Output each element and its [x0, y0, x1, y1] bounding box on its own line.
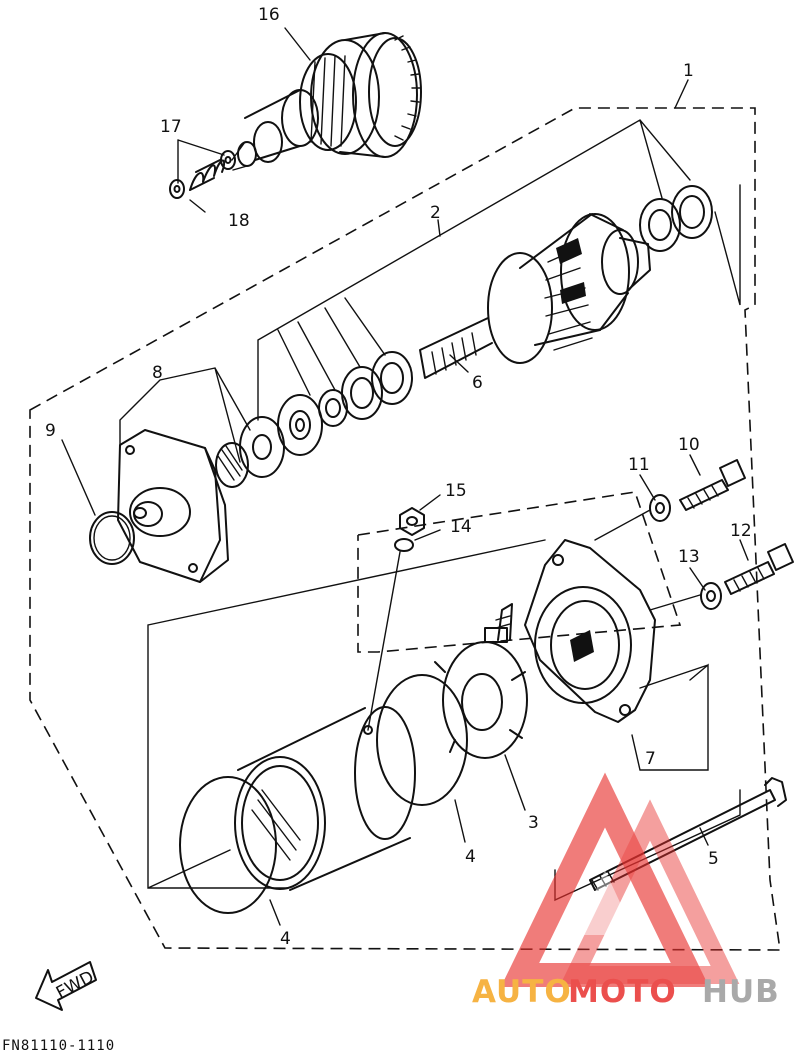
washer-13 — [700, 582, 722, 610]
bolt-10 — [679, 459, 746, 511]
shim-6c — [318, 389, 348, 427]
label-part-13: 13 — [678, 547, 700, 567]
starter-clutch-drawing — [231, 32, 422, 171]
label-part-1: 1 — [683, 61, 694, 81]
label-part-3: 3 — [528, 813, 539, 833]
label-part-4-right: 4 — [465, 847, 476, 867]
watermark-hub: HUB — [702, 974, 780, 1010]
fwd-arrow-icon: FWD — [35, 961, 97, 1011]
assembly-outline-1 — [29, 107, 781, 951]
label-part-14: 14 — [450, 517, 472, 537]
label-part-4-left: 4 — [280, 929, 291, 949]
label-part-9: 9 — [45, 421, 56, 441]
yoke-drawing — [234, 706, 416, 891]
label-part-15: 15 — [445, 481, 467, 501]
through-bolt-drawing — [589, 777, 787, 891]
shim-right-1 — [639, 198, 681, 252]
label-part-10: 10 — [678, 435, 700, 455]
fwd-label: FWD — [53, 967, 97, 1003]
label-part-2: 2 — [430, 203, 441, 223]
label-part-7: 7 — [645, 749, 656, 769]
nut-and-washer — [394, 507, 425, 552]
label-part-11: 11 — [628, 455, 650, 475]
leader-lines — [61, 27, 749, 926]
label-part-18: 18 — [228, 211, 250, 231]
washer-11 — [649, 494, 671, 522]
shim-right-2 — [671, 185, 713, 239]
gasket-4-left — [179, 776, 277, 914]
gasket-4-right — [376, 674, 468, 806]
brush-holder-drawing — [434, 603, 528, 759]
front-cover-drawing — [117, 416, 285, 583]
subassembly-outline-terminals — [357, 491, 682, 653]
label-part-12: 12 — [730, 521, 752, 541]
watermark-logo: AUTO MOTO HUB — [472, 772, 780, 1010]
label-part-5: 5 — [708, 849, 719, 869]
o-ring — [89, 511, 135, 565]
watermark-triangle-icon — [500, 772, 740, 987]
armature-drawing — [419, 213, 651, 379]
label-part-17: 17 — [160, 117, 182, 137]
drawing-code: FN81110-1110 — [2, 1038, 115, 1054]
shims-and-spring-drawing — [169, 150, 236, 199]
label-part-6: 6 — [472, 373, 483, 393]
label-part-16: 16 — [258, 5, 280, 25]
label-part-8: 8 — [152, 363, 163, 383]
watermark-moto: MOTO — [568, 974, 677, 1010]
shim-6a — [371, 351, 413, 405]
bolt-12 — [724, 543, 794, 595]
watermark-auto: AUTO — [472, 974, 572, 1010]
rear-cover-drawing — [524, 539, 656, 723]
